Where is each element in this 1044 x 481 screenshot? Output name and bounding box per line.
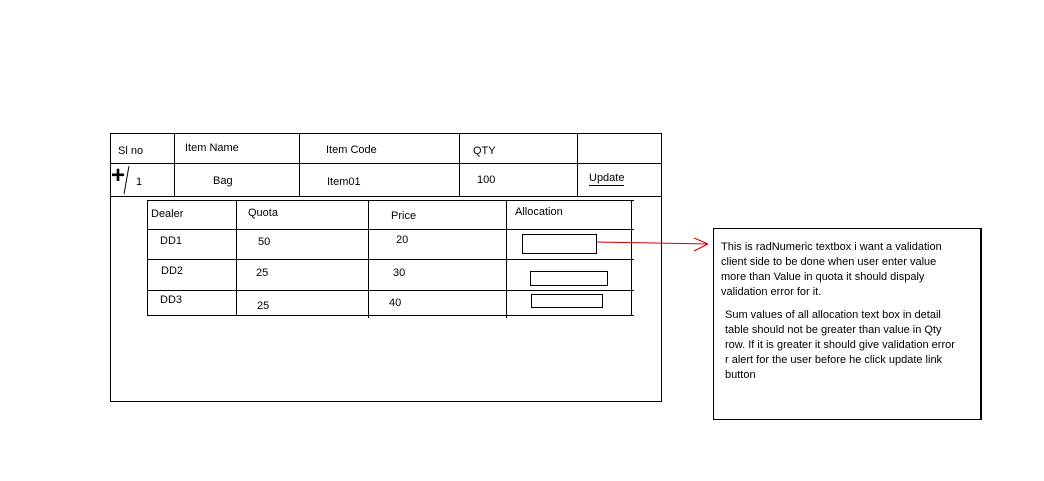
detail-header-allocation: Allocation [515, 206, 563, 218]
divider [110, 163, 662, 164]
quota-cell: 50 [258, 236, 271, 248]
column-header-item-name: Item Name [185, 142, 239, 154]
master-table [110, 133, 662, 402]
qty-value: 100 [477, 174, 496, 186]
divider [110, 196, 662, 197]
update-link[interactable]: Update [589, 172, 625, 186]
price-cell: 20 [396, 234, 409, 246]
price-cell: 40 [389, 297, 402, 309]
price-cell: 30 [393, 267, 406, 279]
quota-cell: 25 [257, 300, 270, 312]
allocation-input[interactable] [522, 234, 597, 254]
divider [299, 133, 300, 196]
item-code-value: Item01 [327, 176, 361, 188]
dealer-cell: DD2 [161, 265, 184, 277]
detail-header-price: Price [391, 210, 417, 222]
detail-header-quota: Quota [248, 207, 278, 219]
detail-header-dealer: Dealer [151, 208, 184, 220]
dealer-cell: DD1 [160, 235, 183, 247]
annotation-text-2: Sum values of all allocation text box in… [725, 309, 955, 381]
divider [577, 133, 578, 196]
annotation-note: This is radNumeric textbox i want a vali… [713, 228, 982, 420]
allocation-input[interactable] [531, 294, 603, 308]
divider [459, 133, 460, 196]
divider [174, 133, 175, 196]
sl-no-value: 1 [136, 176, 143, 188]
quota-cell: 25 [256, 267, 269, 279]
plus-icon[interactable]: + [111, 162, 126, 189]
column-header-sl-no: Sl no [118, 145, 144, 157]
dealer-cell: DD3 [160, 294, 183, 306]
allocation-input[interactable] [530, 271, 608, 286]
arrow-icon [596, 237, 709, 252]
item-name-value: Bag [213, 175, 233, 187]
column-header-qty: QTY [473, 145, 496, 157]
annotation-text-1: This is radNumeric textbox i want a vali… [721, 241, 942, 298]
column-header-item-code: Item Code [326, 144, 377, 156]
